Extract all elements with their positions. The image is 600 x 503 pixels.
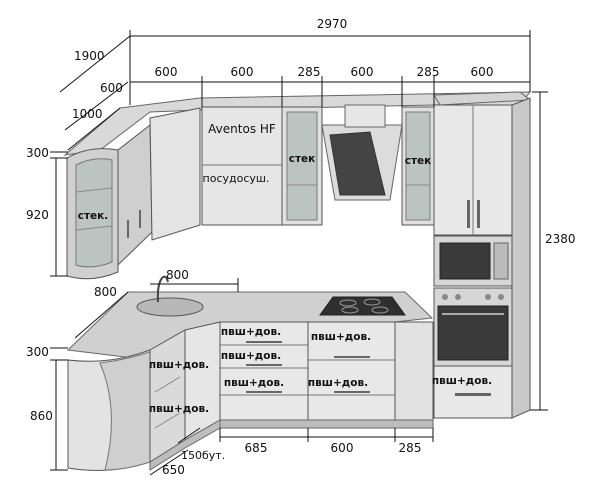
label-drawer-3: пвш+дов. [221, 350, 281, 362]
label-glass-2: стек [405, 155, 432, 167]
wall-cabinets [63, 91, 532, 280]
label-glass-left: стек. [78, 210, 109, 222]
cooktop [319, 296, 406, 316]
dim-wall-width-4: 600 [351, 65, 374, 79]
label-aventos: Aventos HF [208, 122, 276, 136]
dim-wall-width-1: 600 [155, 65, 178, 79]
left-glass-pane [75, 158, 113, 268]
dim-total-height: 2380 [545, 232, 576, 246]
dim-wall-width-6: 600 [471, 65, 494, 79]
dim-bottom-width-3: 285 [399, 441, 422, 455]
dim-sink-width: 800 [166, 268, 189, 282]
aventos-cabinet [201, 106, 283, 226]
dimension-labels: 2970 1900 600 600 285 600 285 600 600 10… [26, 17, 576, 477]
label-drawer-8: пвш+дов. [149, 403, 209, 415]
tall-column-drawer [433, 365, 513, 419]
dim-left-wall-mid: 1000 [72, 107, 103, 121]
label-glass-1: стек [289, 153, 316, 165]
label-drawer-7: пвш+дов. [432, 375, 492, 387]
bottle-cabinet [184, 321, 221, 441]
label-drawer-2: пвш+дов. [311, 331, 371, 343]
dim-bottom-width-1: 685 [245, 441, 268, 455]
dim-wall-depth: 300 [26, 146, 49, 160]
dim-base-height: 860 [30, 409, 53, 423]
dim-left-wall-top: 600 [100, 81, 123, 95]
plinth [219, 419, 434, 429]
cabinet-labels: Aventos HF посудосуш. стек стек стек. пв… [78, 122, 492, 415]
label-drawer-5: пвш+дов. [224, 377, 284, 389]
left-wall-cabinet-front [149, 107, 201, 241]
label-drawer-6: пвш+дов. [308, 377, 368, 389]
dim-bottom-width-2: 600 [331, 441, 354, 455]
dim-wall-width-3: 285 [298, 65, 321, 79]
sink [136, 297, 204, 317]
dim-bottle: 150бут. [181, 449, 225, 462]
dim-bottom-left: 650 [162, 463, 185, 477]
narrow-base-285 [394, 321, 434, 421]
drawer-stack-600 [307, 321, 396, 421]
dim-wall-height: 920 [26, 208, 49, 222]
dim-wall-width-5: 285 [417, 65, 440, 79]
left-wall-cabinet [117, 123, 153, 267]
label-dishdryer: посудосуш. [203, 172, 270, 185]
label-drawer-1: пвш+дов. [221, 326, 281, 338]
dimension-lines [50, 30, 548, 476]
dim-base-corner: 300 [26, 345, 49, 359]
base-cabinets [66, 275, 434, 471]
dim-total-width: 2970 [317, 17, 348, 31]
label-drawer-4: пвш+дов. [149, 359, 209, 371]
drawer-stack-685 [219, 321, 309, 421]
dim-base-depth-top: 800 [94, 285, 117, 299]
tall-column [433, 91, 532, 419]
dim-left-depth-total: 1900 [74, 49, 105, 63]
dim-wall-width-2: 600 [231, 65, 254, 79]
